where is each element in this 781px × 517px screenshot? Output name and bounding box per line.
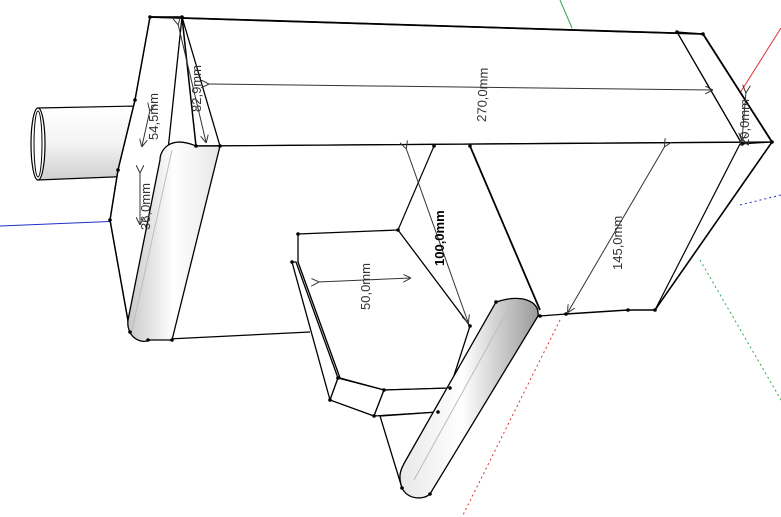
side-pipe <box>30 105 139 181</box>
dimension-145: 145,0mm <box>610 216 625 270</box>
blue-axis-dotted <box>739 194 781 206</box>
dimension-54-5: 54,5mm <box>146 93 161 140</box>
dimension-50: 50,0mm <box>358 263 373 310</box>
dimension-82-9: 82,9mm <box>189 65 204 112</box>
green-axis-dotted <box>699 259 781 401</box>
dimension-lines <box>140 24 746 322</box>
dimension-20: 20,0mm <box>737 99 752 146</box>
dimension-36: 36,0mm <box>138 183 153 230</box>
bottom-rounded-edge <box>399 297 567 499</box>
dimension-270: 270,0mm <box>474 67 491 122</box>
red-axis-dotted <box>461 319 561 517</box>
green-axis <box>559 0 573 29</box>
dimension-100: 100,0mm <box>432 210 447 266</box>
